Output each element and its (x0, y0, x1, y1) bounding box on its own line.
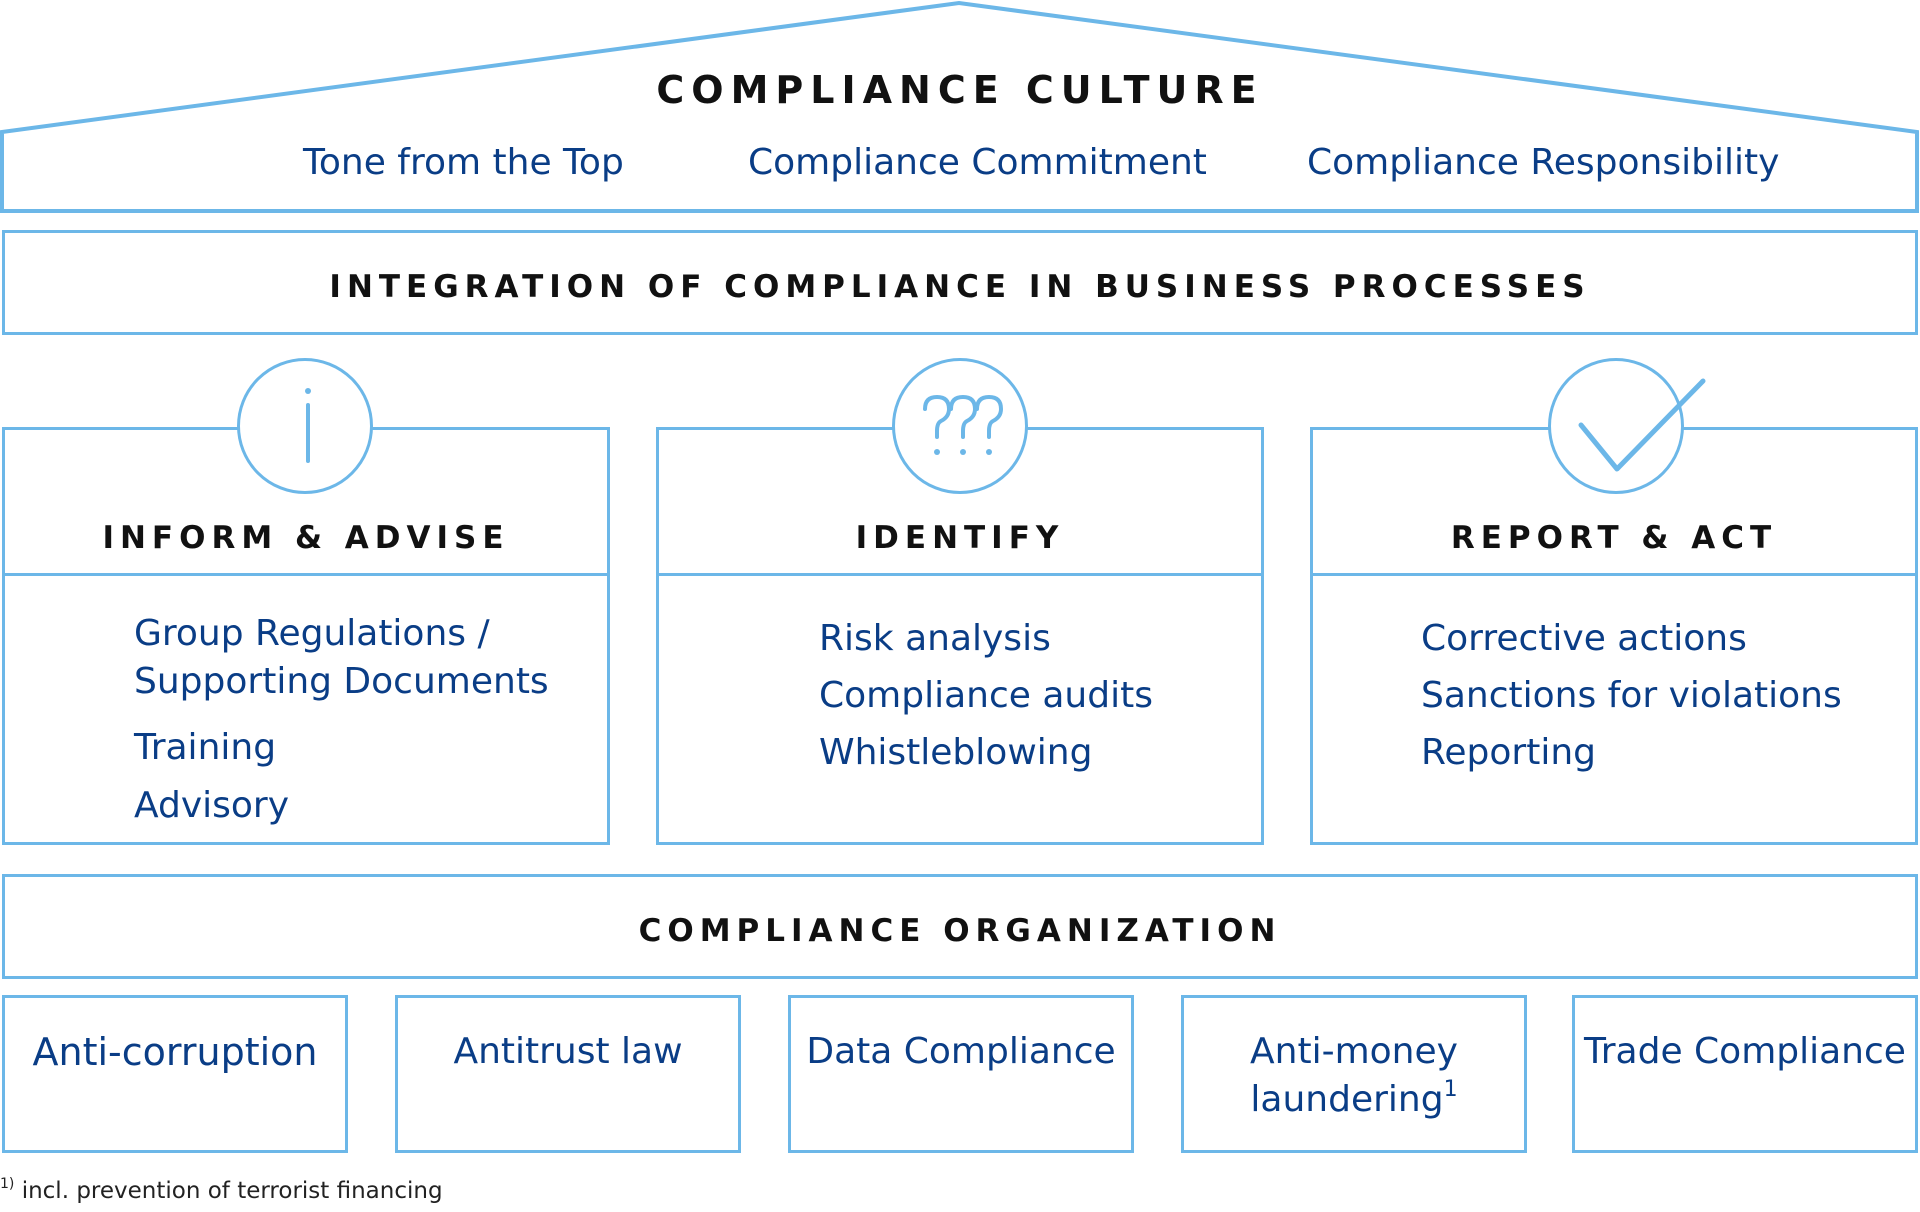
org-area-label: Data Compliance (806, 1031, 1116, 1072)
pillar-title-identify: IDENTIFY (855, 520, 1065, 556)
list-item: Sanctions for violations (1421, 675, 1842, 716)
organization-band: COMPLIANCE ORGANIZATION (2, 874, 1918, 979)
compliance-culture-title: COMPLIANCE CULTURE (656, 68, 1264, 112)
organization-title: COMPLIANCE ORGANIZATION (638, 913, 1282, 949)
footnote-reference: 1 (1443, 1077, 1458, 1102)
list-item: Whistleblowing (819, 732, 1093, 773)
org-area-label: Antitrust law (453, 1031, 683, 1072)
org-area-label: Anti-corruption (32, 1030, 318, 1074)
question-marks-icon (923, 394, 1004, 455)
pillar-inform-advise: INFORM & ADVISE Group Regulations / Supp… (2, 427, 610, 845)
list-item: Compliance audits (819, 675, 1153, 716)
integration-title: INTEGRATION OF COMPLIANCE IN BUSINESS PR… (329, 269, 1591, 305)
pillar-divider (659, 573, 1261, 576)
list-item: Reporting (1421, 732, 1597, 773)
integration-band: INTEGRATION OF COMPLIANCE IN BUSINESS PR… (2, 230, 1918, 335)
footnote: 1) incl. prevention of terrorist financi… (0, 1176, 443, 1204)
pillar-divider (5, 573, 607, 576)
list-item: Corrective actions (1421, 618, 1747, 659)
checkmark-icon-circle (1548, 358, 1706, 494)
pillar-items-inform-advise: Group Regulations / Supporting Documents… (134, 610, 549, 830)
org-area-label-line1: Anti-money (1250, 1031, 1458, 1072)
culture-item-responsibility: Compliance Responsibility (1307, 142, 1780, 183)
culture-item-tone-from-top: Tone from the Top (303, 142, 624, 183)
pillar-divider (1313, 573, 1915, 576)
culture-item-commitment: Compliance Commitment (748, 142, 1207, 183)
pillar-items-report-act: Corrective actions Sanctions for violati… (1421, 610, 1842, 781)
org-area-anti-money-laundering: Anti-money laundering1 (1181, 995, 1527, 1153)
org-area-data-compliance: Data Compliance (788, 995, 1134, 1153)
org-area-trade-compliance: Trade Compliance (1572, 995, 1918, 1153)
org-area-label-text: laundering (1250, 1079, 1444, 1120)
info-icon-circle (237, 358, 373, 494)
footnote-marker: 1) (0, 1176, 15, 1192)
question-marks-icon-circle (892, 358, 1028, 494)
pillar-title-inform-advise: INFORM & ADVISE (102, 520, 510, 556)
org-area-anti-corruption: Anti-corruption (2, 995, 348, 1153)
pillar-items-identify: Risk analysis Compliance audits Whistleb… (819, 610, 1153, 781)
info-icon (305, 388, 311, 463)
list-item: Risk analysis (819, 618, 1051, 659)
checkmark-icon (1578, 378, 1706, 472)
org-area-label: Trade Compliance (1584, 1031, 1906, 1072)
list-item: Group Regulations / (134, 613, 490, 654)
pillar-report-act: REPORT & ACT Corrective actions Sanction… (1310, 427, 1918, 845)
list-item: Advisory (134, 785, 290, 826)
list-item: Supporting Documents (134, 661, 549, 702)
org-area-antitrust: Antitrust law (395, 995, 741, 1153)
pillar-title-report-act: REPORT & ACT (1450, 520, 1778, 556)
org-area-label-line2: laundering1 (1184, 1076, 1524, 1124)
footnote-text: incl. prevention of terrorist financing (21, 1178, 443, 1204)
list-item: Training (134, 727, 277, 768)
